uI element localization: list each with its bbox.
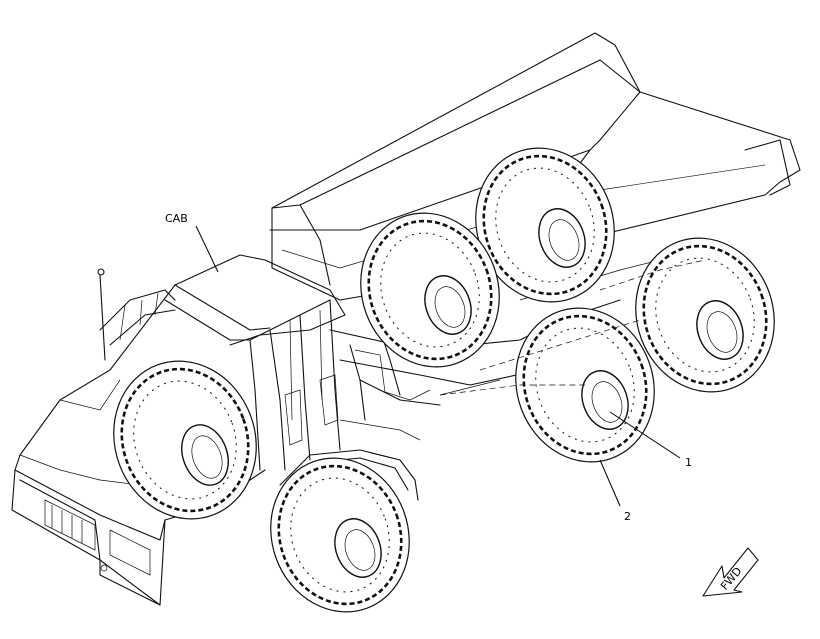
callout-2-leader-line: [599, 459, 621, 507]
tire-rear-right: [475, 147, 615, 303]
axle-lines: [439, 259, 706, 396]
tire-middle-right: [360, 212, 500, 368]
cab: [14, 254, 346, 471]
cab-label: CAB: [165, 212, 188, 225]
tire-front-left: [270, 457, 410, 613]
callout-2-label: 2: [624, 510, 631, 523]
cab-leader-line: [195, 225, 219, 273]
callout-1-leader-line: [609, 411, 681, 459]
dump-body: [269, 32, 801, 301]
fwd-arrow-icon: FWD: [702, 547, 759, 597]
tire-rear-left-outer: [635, 237, 775, 393]
callout-1-label: 1: [685, 456, 692, 469]
tire-front-right: [113, 360, 257, 520]
